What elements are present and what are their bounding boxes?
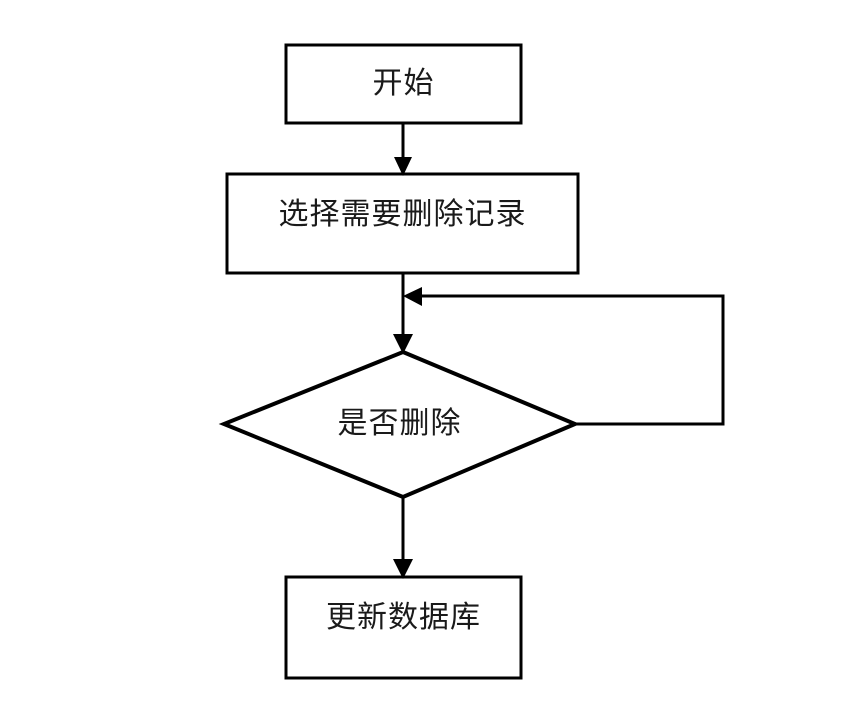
edge-decision-to-update [393,497,413,579]
node-start-shape[interactable] [284,43,523,125]
node-start-label: 开始 [372,67,435,100]
node-update-database-label: 更新数据库 [326,601,481,634]
edge-decision-loopback [403,287,725,426]
node-select-records-shape[interactable] [225,172,580,275]
node-confirm-delete-label: 是否删除 [337,407,462,440]
node-select-records-label: 选择需要删除记录 [278,198,527,231]
edge-start-to-select [394,123,412,176]
edge-select-to-decision [393,273,413,354]
node-update-database-shape[interactable] [284,575,523,680]
